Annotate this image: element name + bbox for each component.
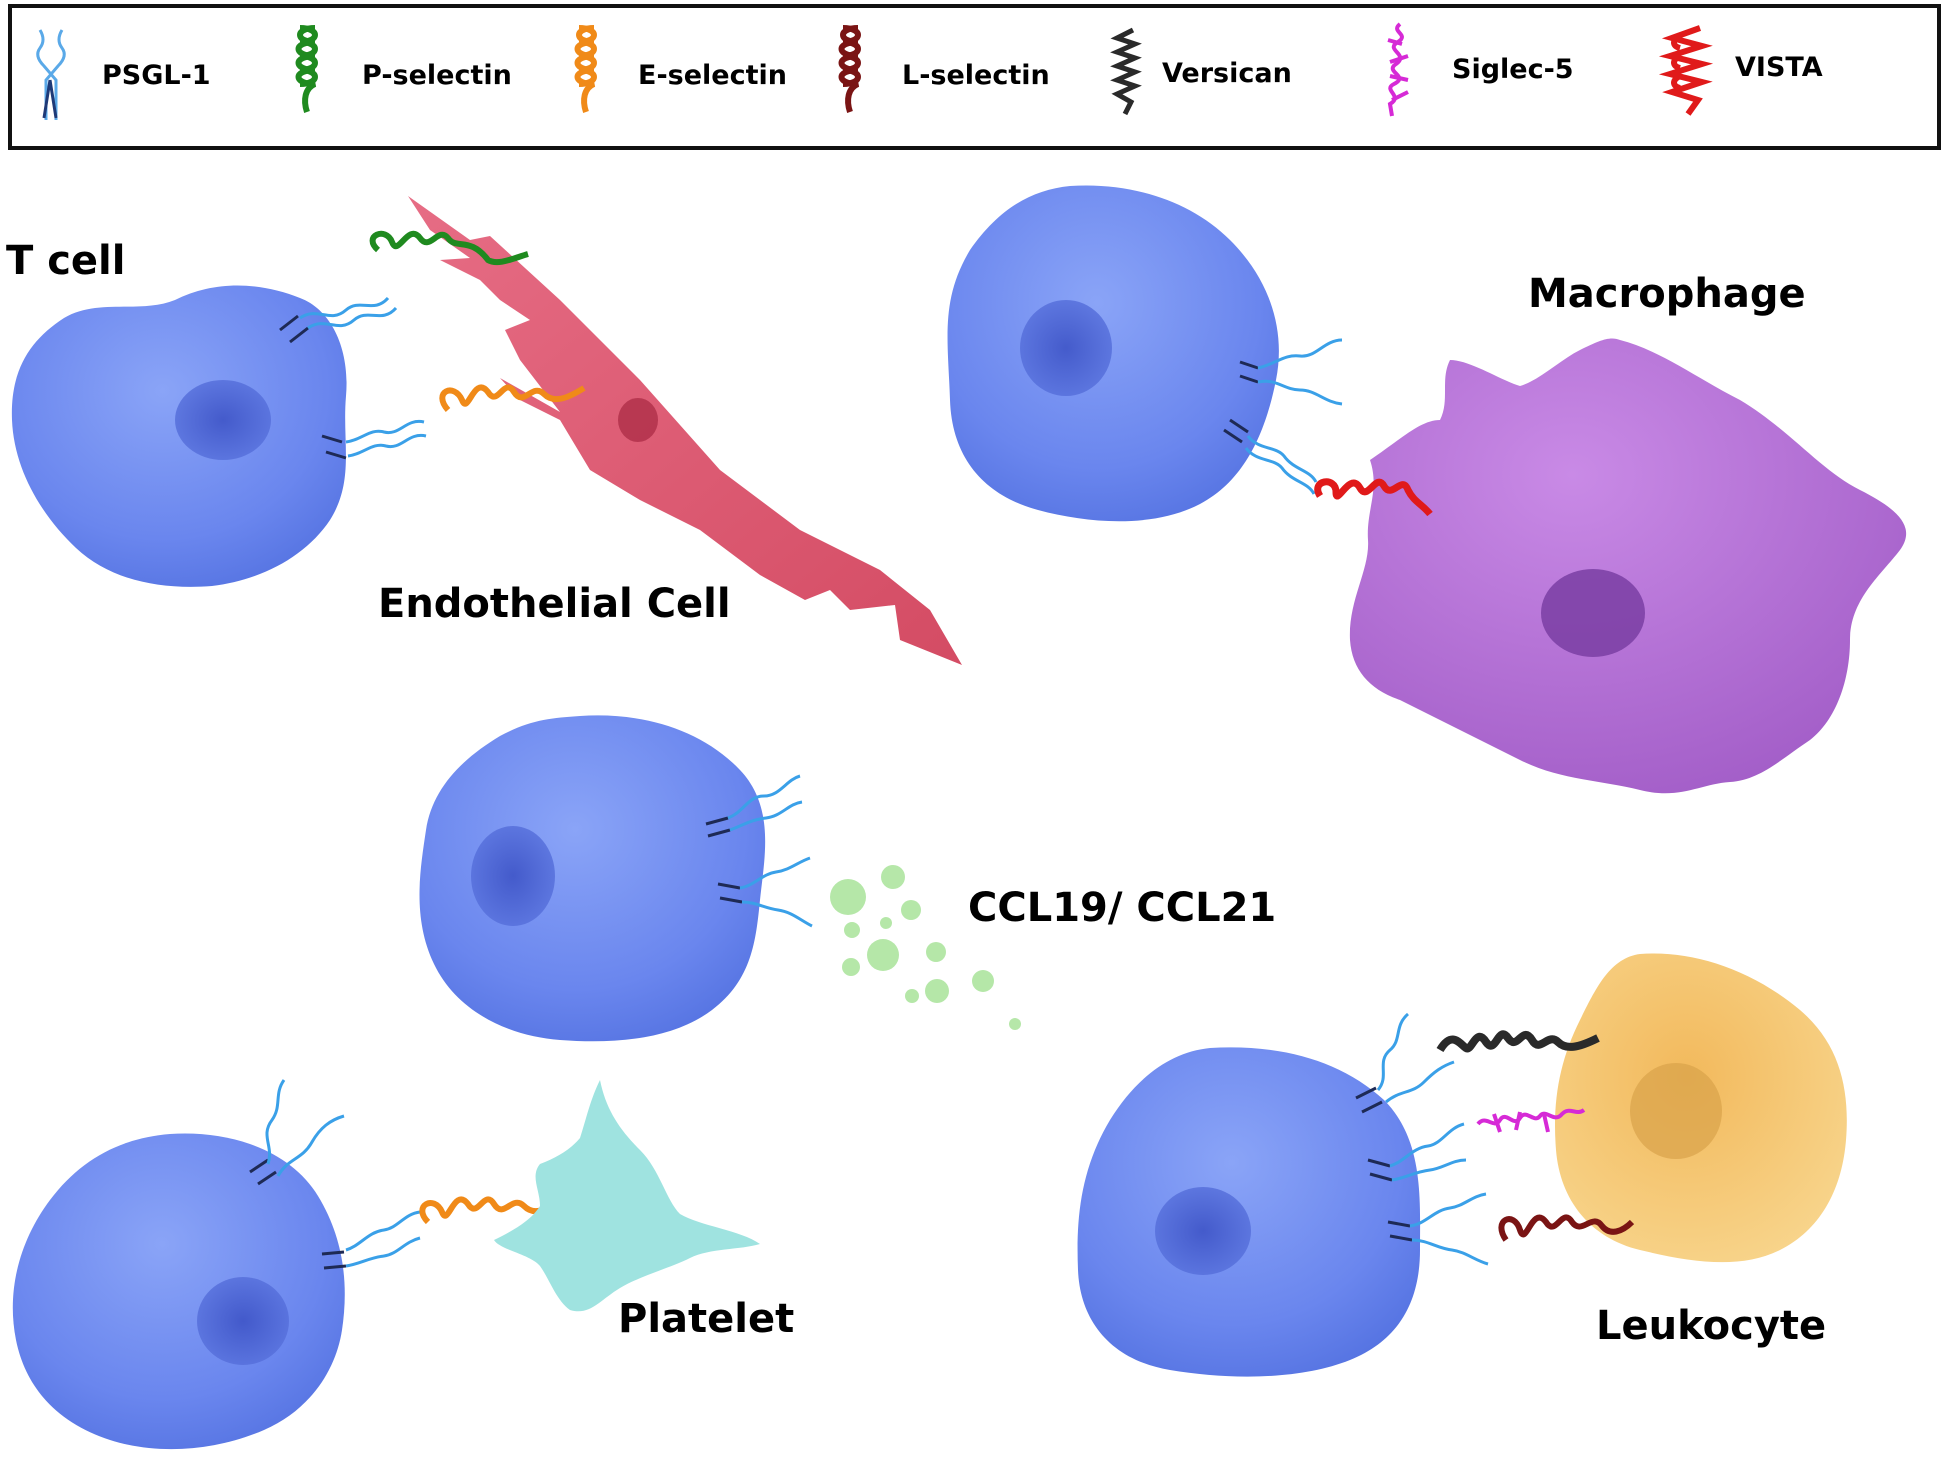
legend-label-p-selectin: P-selectin (362, 60, 512, 91)
p-selectin-icon (295, 25, 318, 113)
macrophage-cell (1349, 338, 1907, 794)
platelet-cell (494, 1080, 760, 1312)
t-cell-3 (419, 715, 766, 1042)
t-cell-1-nucleus (175, 380, 271, 460)
psgl1-icon (36, 29, 66, 120)
chemokine-dot (972, 970, 994, 992)
macrophage-nucleus (1541, 569, 1645, 657)
versican-icon (1110, 27, 1142, 116)
p-selectin-bound (369, 230, 529, 266)
t-cell-2-nucleus (1020, 300, 1112, 396)
panel-macrophage: Macrophage (947, 185, 1907, 794)
siglec5-bound (1476, 1108, 1586, 1133)
vista-bound (1314, 478, 1433, 517)
chemokine-dot (1009, 1018, 1021, 1030)
legend-label-e-selectin: E-selectin (638, 60, 787, 91)
label-macrophage: Macrophage (1528, 271, 1806, 317)
l-selectin-icon (838, 25, 861, 113)
chemokine-dot (844, 922, 860, 938)
t-cell-4 (12, 1133, 345, 1450)
psgl1-receptor-1a (279, 296, 398, 344)
leukocyte-nucleus (1630, 1063, 1722, 1159)
chemokine-dot (925, 979, 949, 1003)
legend: PSGL-1 P-selectin E-selectin L-selectin … (8, 4, 1941, 150)
e-selectin-bound-endothelial (439, 384, 586, 412)
label-t-cell: T cell (6, 238, 125, 284)
endothelial-cell (408, 196, 962, 665)
e-selectin-icon (574, 25, 597, 113)
legend-label-versican: Versican (1162, 58, 1292, 89)
chemokine-dot (830, 879, 866, 915)
t-cell-2 (947, 185, 1279, 522)
legend-label-l-selectin: L-selectin (902, 60, 1050, 91)
chemokine-dot (842, 958, 860, 976)
chemokine-dot (926, 942, 946, 962)
panel-endothelial: T cell Endothelial Cell (6, 196, 962, 665)
legend-label-psgl1: PSGL-1 (102, 60, 211, 91)
e-selectin-bound-platelet (419, 1196, 560, 1225)
ccl19-ccl21-chemokines (830, 865, 1021, 1030)
t-cell-5 (1077, 1047, 1421, 1377)
psgl1-receptor-1b (321, 419, 427, 460)
t-cell-3-nucleus (471, 826, 555, 926)
chemokine-dot (880, 917, 892, 929)
psgl1-receptor-5b (1367, 1122, 1467, 1182)
psgl1-receptor-2a (1239, 338, 1343, 406)
psgl1-receptor-4a (249, 1079, 345, 1186)
psgl1-receptor-2b (1223, 418, 1318, 495)
siglec5-icon (1387, 22, 1409, 117)
legend-label-siglec5: Siglec-5 (1452, 54, 1574, 85)
panel-leukocyte: Leukocyte (1077, 953, 1847, 1377)
psgl1-receptor-3a (705, 774, 803, 838)
chemokine-dot (881, 865, 905, 889)
vista-icon (1658, 25, 1714, 116)
panel-platelet: Platelet (12, 1079, 794, 1450)
chemokine-dot (905, 989, 919, 1003)
legend-box (8, 4, 1941, 150)
label-endothelial-cell: Endothelial Cell (378, 581, 731, 627)
t-cell-4-nucleus (197, 1277, 289, 1365)
chemokine-dot (867, 939, 899, 971)
l-selectin-bound (1498, 1214, 1635, 1242)
label-platelet: Platelet (618, 1296, 794, 1342)
psgl1-receptor-4b (321, 1210, 421, 1270)
t-cell-5-nucleus (1155, 1187, 1251, 1275)
panel-chemokine: CCL19/ CCL21 (419, 715, 1276, 1042)
psgl1-receptor-3b (717, 856, 813, 928)
label-leukocyte: Leukocyte (1596, 1303, 1826, 1349)
label-ccl19-ccl21: CCL19/ CCL21 (968, 885, 1276, 931)
endothelial-nucleus (618, 398, 658, 442)
legend-label-vista: VISTA (1735, 52, 1823, 83)
psgl1-receptor-5a (1355, 1012, 1455, 1114)
chemokine-dot (901, 900, 921, 920)
psgl1-receptor-5c (1387, 1192, 1489, 1266)
versican-bound (1436, 1030, 1600, 1053)
